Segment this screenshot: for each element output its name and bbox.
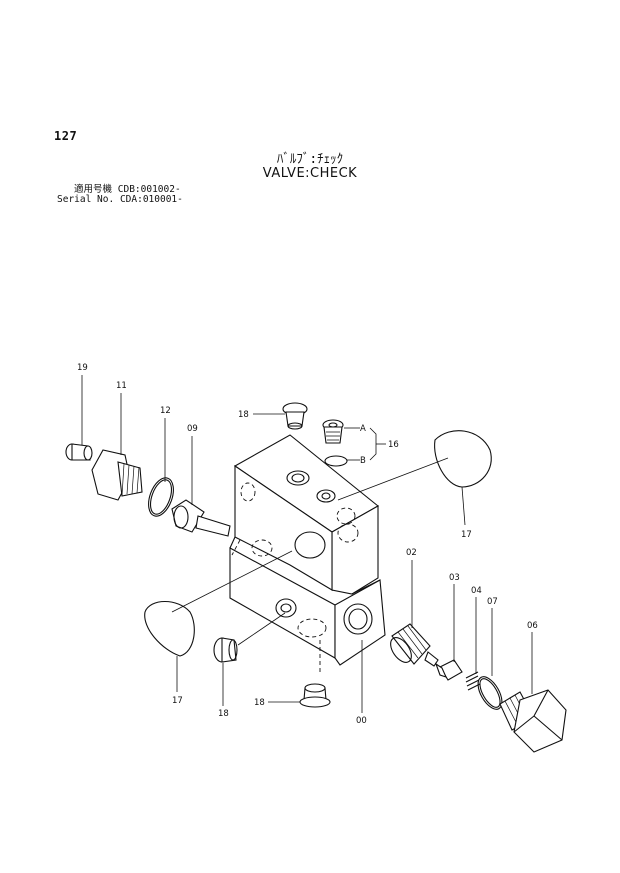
callout-04: 04: [471, 586, 482, 596]
leader-lines: [81, 375, 533, 713]
callout-16-A: A: [360, 424, 366, 434]
callout-labels: 19 11 12 09 18 A B 16 17 02 03 04 07 06 …: [77, 363, 538, 726]
part-16-plug: [322, 419, 344, 444]
part-18-plug-mid: [213, 637, 238, 663]
callout-18-bottom: 18: [254, 698, 265, 708]
callout-11: 11: [116, 381, 127, 391]
callout-09: 09: [187, 424, 198, 434]
callout-03: 03: [449, 573, 460, 583]
serial-row-jp: 適用号機 CDB:001002-: [74, 185, 181, 195]
part-03-poppet: [434, 659, 463, 681]
callout-12: 12: [160, 406, 171, 416]
part-02-seat: [390, 623, 439, 667]
callout-18-mid: 18: [218, 709, 229, 719]
title-japanese: ﾊﾞﾙﾌﾞ:ﾁｪｯｸ: [276, 152, 344, 167]
callout-06: 06: [527, 621, 538, 631]
serial-label: Serial No.: [57, 194, 115, 205]
callout-16-B: B: [360, 456, 366, 466]
valve-body: [229, 434, 386, 672]
callout-18-top: 18: [238, 410, 249, 420]
title-english: VALVE:CHECK: [262, 166, 358, 181]
part-18-plug-top: [282, 402, 308, 430]
part-17-cover-right: [434, 430, 492, 488]
part-09-plunger: [171, 499, 231, 537]
callout-17-left: 17: [172, 696, 183, 706]
part-06-plug: [499, 689, 567, 753]
callout-19: 19: [77, 363, 88, 373]
callout-07: 07: [487, 597, 498, 607]
part-12-o-ring: [148, 477, 174, 517]
part-04-spring: [465, 671, 481, 691]
serial-value: CDB:001002-: [117, 184, 181, 195]
page-number: 127: [54, 129, 78, 143]
callout-00: 00: [356, 716, 367, 726]
part-18-plug-bottom: [299, 683, 331, 708]
callout-02: 02: [406, 548, 417, 558]
callout-16: 16: [388, 440, 399, 450]
part-07-o-ring: [477, 676, 503, 710]
serial-value: CDA:010001-: [119, 194, 183, 205]
part-16-o-ring: [324, 455, 348, 467]
part-17-cover-left: [144, 600, 195, 657]
callout-17-right: 17: [461, 530, 472, 540]
part-11-fitting: [91, 449, 143, 501]
part-19-cap: [65, 443, 93, 461]
serial-label: 適用号機: [74, 184, 113, 195]
serial-row-en: Serial No. CDA:010001-: [57, 195, 183, 205]
